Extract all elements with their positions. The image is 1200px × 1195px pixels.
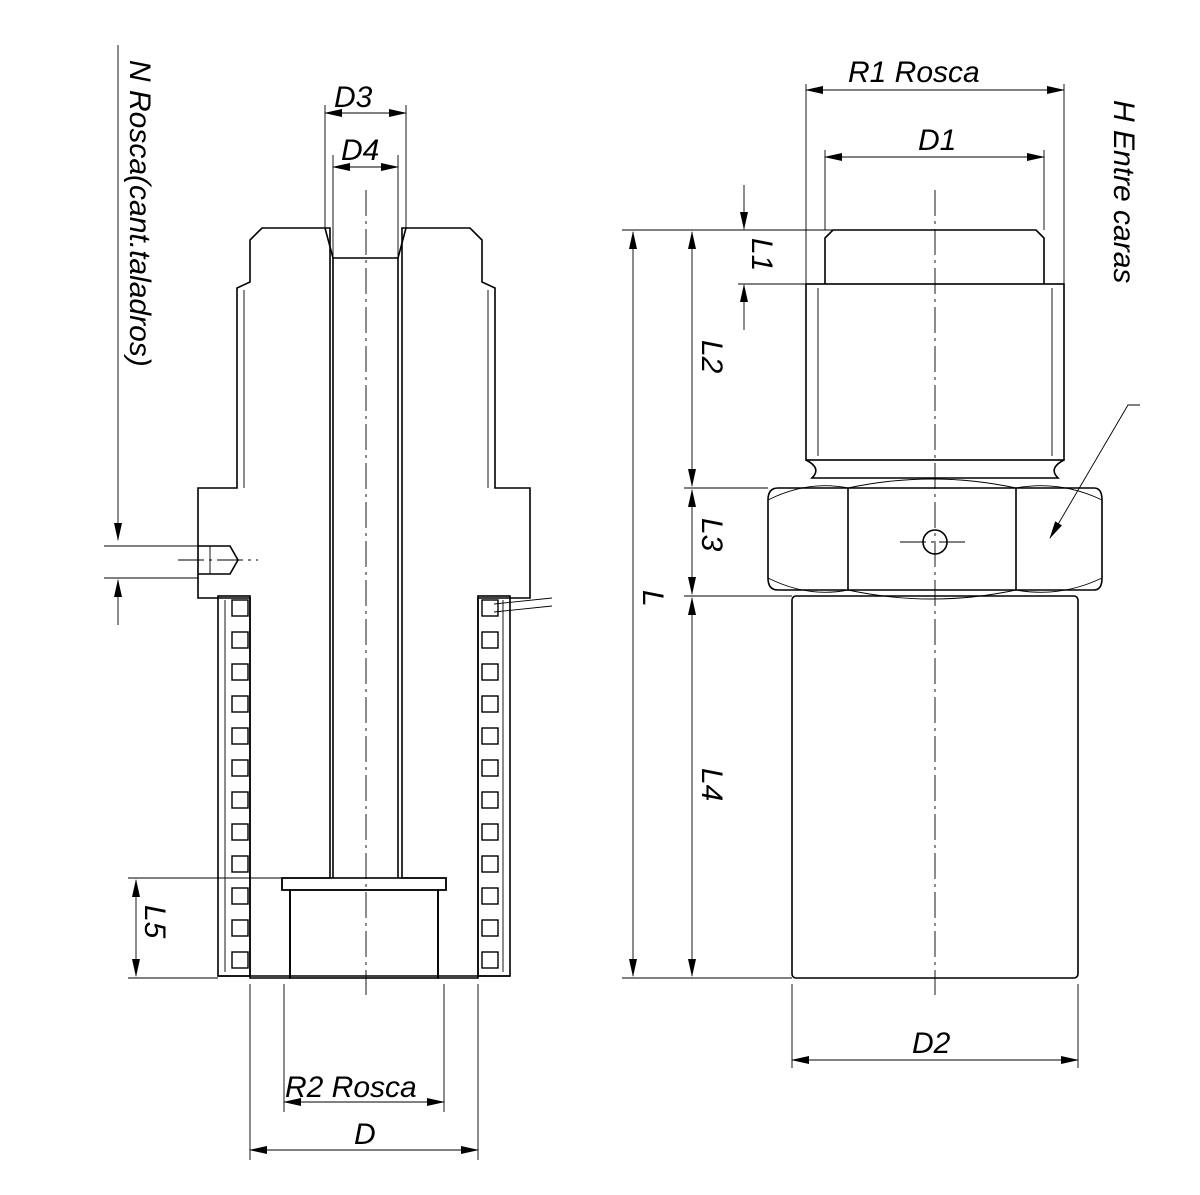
coil-winding: [481, 727, 499, 745]
label-d: D: [354, 1118, 376, 1151]
coil-winding: [481, 791, 499, 809]
coil-winding: [481, 823, 499, 841]
label-d1: D1: [918, 124, 956, 157]
label-d4: D4: [341, 134, 379, 167]
coil-winding: [481, 599, 499, 617]
label-l1: L1: [745, 238, 778, 271]
coil-winding: [481, 663, 499, 681]
lead-wire: [493, 597, 553, 613]
bore-chamfer: [324, 227, 407, 259]
label-r1-rosca: R1 Rosca: [848, 56, 980, 89]
coil-winding: [481, 887, 499, 905]
label-n-rosca: N Rosca(cant.taladros): [123, 60, 156, 367]
coil-winding: [231, 759, 249, 777]
coil-winding: [231, 919, 249, 937]
label-l3: L3: [695, 518, 728, 552]
coil-winding: [231, 823, 249, 841]
coil-winding: [231, 663, 249, 681]
exterior-view: R1 Rosca D1 H Entre caras L1 L2 L3 L L4 …: [622, 56, 1140, 1068]
heater-coil-left: [217, 595, 251, 977]
label-l4: L4: [695, 768, 728, 801]
coil-winding: [231, 599, 249, 617]
side-hole: [178, 545, 258, 575]
coil-winding: [481, 951, 499, 969]
counterbore: [281, 877, 447, 891]
coil-winding: [481, 695, 499, 713]
coil-winding: [231, 951, 249, 969]
coil-winding: [231, 727, 249, 745]
coil-winding: [231, 631, 249, 649]
label-l: L: [636, 590, 669, 607]
coil-winding: [231, 887, 249, 905]
coil-winding: [231, 695, 249, 713]
section-view: D3 D4 N Rosca(cant.taladros) L5 R2 Rosca…: [104, 45, 553, 1160]
coil-winding: [231, 855, 249, 873]
heater-coil-right: [477, 595, 511, 977]
coil-winding: [481, 919, 499, 937]
label-l5: L5: [138, 905, 171, 939]
label-l2: L2: [695, 340, 728, 374]
coil-winding: [481, 855, 499, 873]
label-d3: D3: [334, 81, 373, 114]
label-r2-rosca: R2 Rosca: [285, 1071, 417, 1104]
label-d2: D2: [912, 1027, 951, 1060]
label-h-entre-caras: H Entre caras: [1107, 100, 1140, 283]
hex-nut: [767, 478, 1103, 600]
spigot: [824, 229, 1045, 284]
coil-winding: [481, 631, 499, 649]
coil-winding: [481, 759, 499, 777]
coil-winding: [231, 791, 249, 809]
